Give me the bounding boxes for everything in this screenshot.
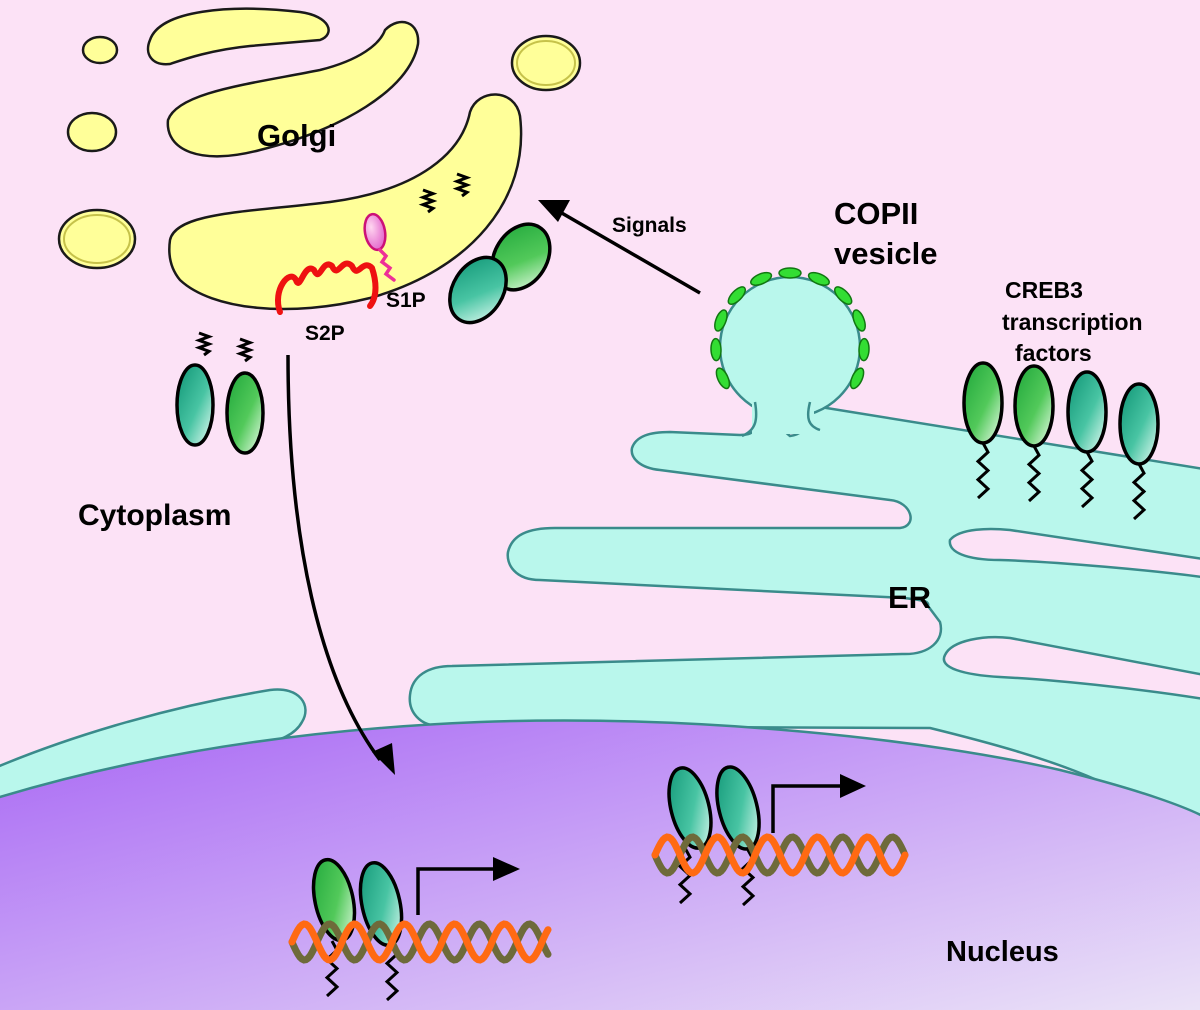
copii-coat-segment bbox=[715, 367, 731, 390]
bent-arrow-head-icon bbox=[493, 857, 520, 881]
copii-coat-segment bbox=[727, 286, 746, 305]
creb3-factors-label: factors bbox=[1015, 340, 1092, 366]
double-helix-icon bbox=[651, 833, 909, 877]
nuclear-import-arrow bbox=[286, 354, 395, 775]
signals-arrow-head-icon bbox=[538, 200, 570, 222]
bent-arrow-head-icon bbox=[840, 774, 866, 798]
creb3-factor bbox=[962, 361, 1004, 500]
bent-arrow-icon bbox=[771, 784, 842, 833]
signals-label: Signals bbox=[612, 214, 687, 237]
er-label: ER bbox=[888, 580, 931, 615]
golgi-cisterna-bottom bbox=[168, 93, 523, 311]
dna-layer bbox=[288, 833, 909, 964]
creb3-factor bbox=[1066, 370, 1108, 509]
creb3-factor bbox=[175, 331, 215, 447]
er-lower-lumen-cut bbox=[948, 527, 1200, 578]
golgi-apparatus bbox=[57, 7, 582, 311]
creb3-factor bbox=[1013, 364, 1055, 503]
creb3-label: CREB3 bbox=[1005, 277, 1083, 303]
bent-arrow-icon bbox=[416, 867, 495, 915]
ellipse-protein-icon bbox=[175, 363, 215, 447]
golgi-vesicle bbox=[510, 34, 582, 92]
s1p-head-icon bbox=[363, 212, 387, 252]
s2p-protease bbox=[275, 260, 379, 315]
golgi-vesicle bbox=[66, 111, 118, 153]
copii-coat-segment bbox=[858, 337, 870, 362]
nuclear-import-arrow-head-icon bbox=[372, 743, 395, 775]
s2p-zigzag-icon bbox=[275, 260, 379, 315]
copii-coat-segment bbox=[710, 337, 722, 362]
ellipse-protein-icon bbox=[225, 371, 265, 455]
er-middle-lumen-cut bbox=[942, 635, 1200, 700]
creb3-factor bbox=[225, 337, 265, 455]
s2p-label: S2P bbox=[305, 322, 345, 345]
s1p-protease bbox=[363, 212, 396, 282]
creb3-factor bbox=[1118, 382, 1160, 521]
ellipse-protein-icon bbox=[1013, 364, 1055, 448]
golgi-cisterna-top bbox=[146, 7, 330, 66]
ellipse-protein-icon bbox=[1118, 382, 1160, 466]
copii-label: COPII bbox=[834, 196, 918, 231]
golgi-vesicle-rim bbox=[516, 40, 576, 86]
s1p-label: S1P bbox=[386, 289, 426, 312]
wavy-transmembrane-tail bbox=[194, 331, 214, 357]
wavy-transmembrane-tail bbox=[235, 337, 255, 363]
creb3-factor bbox=[418, 188, 508, 325]
nucleus-label: Nucleus bbox=[946, 936, 1059, 968]
golgi-vesicle bbox=[81, 35, 119, 65]
cytoplasm-label: Cytoplasm bbox=[78, 499, 231, 532]
copii-coat-segment bbox=[834, 286, 853, 305]
ellipse-protein-icon bbox=[715, 765, 761, 851]
copii-vesicle-label: vesicle bbox=[834, 236, 937, 271]
copii-coat-segment bbox=[714, 309, 728, 332]
wavy-transmembrane-tail bbox=[1131, 463, 1147, 521]
transcription-start-arrows bbox=[416, 774, 866, 915]
signals-arrow bbox=[538, 200, 701, 295]
copii-coat-segment bbox=[852, 309, 866, 332]
copii-coat bbox=[710, 267, 870, 390]
copii-coat-segment bbox=[807, 271, 830, 286]
copii-vesicle-neck bbox=[752, 400, 814, 434]
copii-vesicle bbox=[710, 267, 870, 438]
copii-coat-segment bbox=[778, 267, 802, 279]
s1p-stem-icon bbox=[378, 248, 396, 282]
golgi-vesicle-rim bbox=[63, 214, 131, 264]
wavy-transmembrane-tail bbox=[975, 442, 991, 500]
wavy-transmembrane-tail bbox=[452, 172, 472, 198]
double-helix-icon bbox=[288, 920, 552, 964]
creb3-transcription-label: transcription bbox=[1002, 309, 1143, 335]
copii-neck-outline bbox=[741, 401, 821, 438]
nucleus bbox=[0, 719, 1200, 1010]
ellipse-protein-icon bbox=[448, 255, 508, 325]
er-main-network bbox=[408, 403, 1200, 851]
signals-arrow-shaft bbox=[559, 210, 701, 295]
golgi-label: Golgi bbox=[257, 118, 336, 153]
creb3-factors bbox=[175, 172, 1160, 1002]
nuclear-import-arrow-shaft bbox=[286, 354, 382, 762]
copii-coat-segment bbox=[750, 271, 773, 286]
wavy-transmembrane-tail bbox=[418, 188, 438, 214]
copii-coat-segment bbox=[849, 367, 865, 390]
golgi-inner-rims bbox=[63, 40, 576, 264]
wavy-transmembrane-tail bbox=[1026, 445, 1042, 503]
golgi-vesicle bbox=[57, 208, 137, 270]
ellipse-protein-icon bbox=[962, 361, 1004, 445]
golgi-cisterna-middle bbox=[166, 20, 420, 158]
wavy-transmembrane-tail bbox=[1079, 451, 1095, 509]
ellipse-protein-icon bbox=[1066, 370, 1108, 454]
